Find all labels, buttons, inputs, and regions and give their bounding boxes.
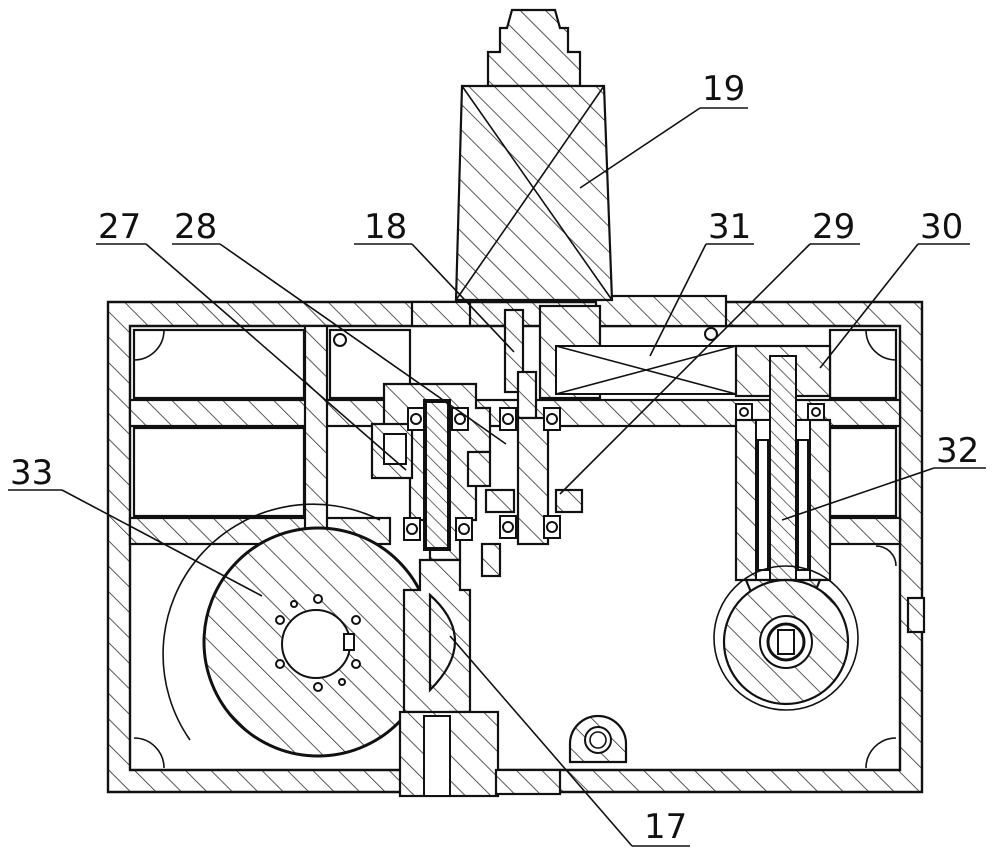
wheel-33 <box>162 503 434 758</box>
callout-17: 17 <box>644 807 687 847</box>
leader-18 <box>411 243 515 353</box>
small-pulley <box>494 714 628 796</box>
leader-27 <box>145 243 407 471</box>
leader-17 <box>449 635 633 847</box>
leader-32 <box>781 467 935 521</box>
callout-31: 31 <box>708 207 751 247</box>
callout-33: 33 <box>10 453 53 493</box>
callout-18: 18 <box>364 207 407 247</box>
gear-stack-28 <box>370 382 502 578</box>
callout-28: 28 <box>174 207 217 247</box>
leader-29 <box>559 243 811 495</box>
leader-19 <box>579 107 701 189</box>
motor-19 <box>454 8 614 302</box>
shaft-17 <box>398 558 500 798</box>
leader-30 <box>819 243 919 369</box>
callouts: 19 27 28 18 31 29 30 32 33 <box>8 69 986 847</box>
callout-29: 29 <box>812 207 855 247</box>
callout-19: 19 <box>702 69 745 109</box>
callout-30: 30 <box>920 207 963 247</box>
leader-33 <box>61 489 263 597</box>
eccentric-wheel <box>713 565 859 711</box>
leader-31 <box>649 243 707 357</box>
callout-27: 27 <box>98 207 141 247</box>
callout-32: 32 <box>936 431 979 471</box>
leader-28 <box>219 243 507 445</box>
